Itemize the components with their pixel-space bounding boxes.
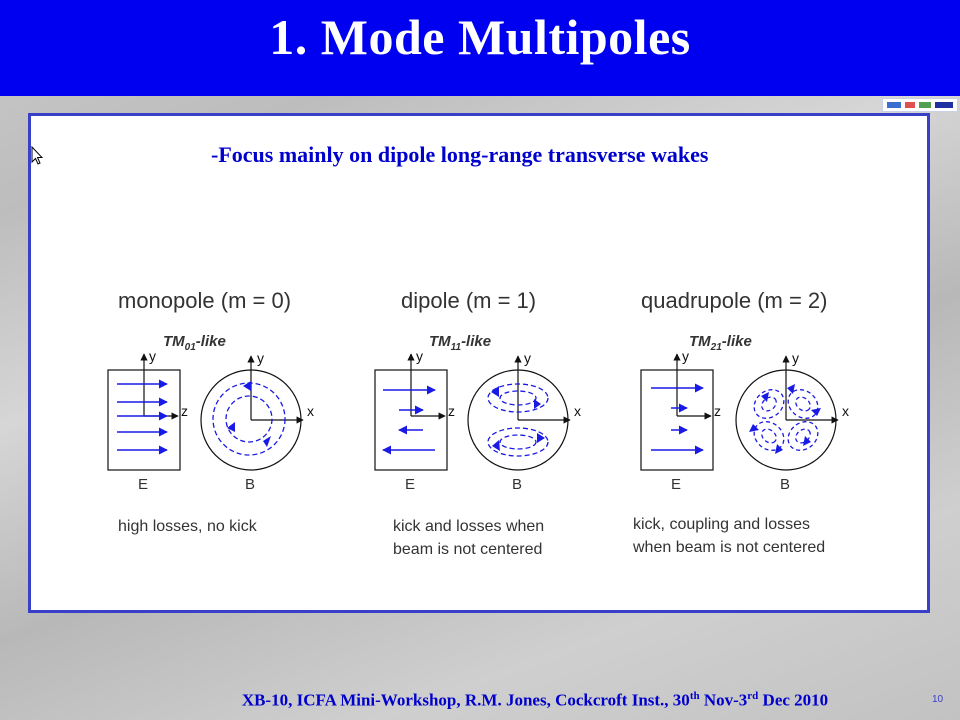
y-label: y xyxy=(149,348,156,364)
b-field-arrows xyxy=(749,384,821,454)
y-label: y xyxy=(682,348,689,364)
y-label: y xyxy=(792,350,799,366)
panel-caption: when beam is not centered xyxy=(632,539,825,556)
y-label: y xyxy=(524,350,531,366)
x-label: x xyxy=(307,403,314,419)
content-frame: -Focus mainly on dipole long-range trans… xyxy=(28,113,930,613)
b-label: B xyxy=(780,476,790,493)
mode-label: TM01-like xyxy=(163,333,226,353)
b-field-arrows xyxy=(227,381,271,447)
x-label: x xyxy=(574,403,581,419)
e-label: E xyxy=(405,476,415,493)
panel-caption: kick and losses when xyxy=(393,518,544,535)
b-field-lines xyxy=(487,383,549,457)
e-field-lines xyxy=(382,385,436,455)
e-label: E xyxy=(138,476,148,493)
y-label: y xyxy=(416,348,423,364)
logo-mark xyxy=(935,102,953,108)
mouse-pointer-icon xyxy=(31,146,43,165)
y-label: y xyxy=(257,350,264,366)
slide-title: 1. Mode Multipoles xyxy=(269,9,691,65)
panel-quadrupole: quadrupole (m = 2) TM21-like y z E y x xyxy=(632,288,849,556)
mode-label: TM11-like xyxy=(429,333,491,353)
logo-strip xyxy=(882,98,958,112)
page-number: 10 xyxy=(932,694,944,705)
slide-subtitle: -Focus mainly on dipole long-range trans… xyxy=(211,142,709,167)
panel-heading: dipole (m = 1) xyxy=(401,288,536,313)
e-field-lines xyxy=(117,379,168,455)
e-label: E xyxy=(671,476,681,493)
panel-caption: kick, coupling and losses xyxy=(633,516,810,533)
e-field-lines xyxy=(651,383,704,455)
footer-credit: XB-10, ICFA Mini-Workshop, R.M. Jones, C… xyxy=(241,690,829,710)
b-field-arrows xyxy=(491,386,545,451)
logo-mark xyxy=(919,102,931,108)
panel-dipole: dipole (m = 1) TM11-like y z E y x xyxy=(374,288,581,558)
b-label: B xyxy=(512,476,522,493)
panel-caption: high losses, no kick xyxy=(118,518,258,535)
b-label: B xyxy=(245,476,255,493)
z-label: z xyxy=(714,403,721,419)
logo-mark xyxy=(905,102,915,108)
panel-heading: quadrupole (m = 2) xyxy=(641,288,828,313)
multipole-diagram: monopole (m = 0) TM01-like y z E xyxy=(107,288,849,558)
panel-caption: beam is not centered xyxy=(393,541,542,558)
z-label: z xyxy=(448,403,455,419)
logo-mark xyxy=(887,102,901,108)
b-field-lines xyxy=(212,382,286,456)
mode-label: TM21-like xyxy=(689,333,752,353)
title-bar: 1. Mode Multipoles xyxy=(0,0,960,96)
x-label: x xyxy=(842,403,849,419)
z-label: z xyxy=(181,403,188,419)
panel-heading: monopole (m = 0) xyxy=(118,288,291,313)
b-field-lines xyxy=(753,389,819,451)
panel-monopole: monopole (m = 0) TM01-like y z E xyxy=(107,288,314,535)
